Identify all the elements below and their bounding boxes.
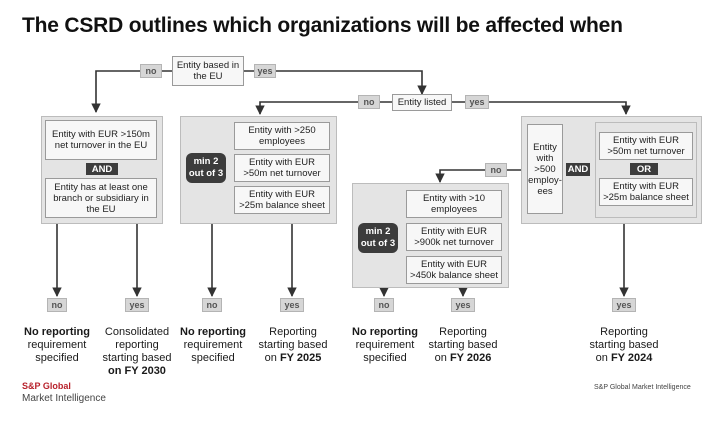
- no-tag: no: [374, 298, 394, 312]
- and-connector: AND: [566, 163, 590, 176]
- page-title: The CSRD outlines which organizations wi…: [22, 14, 623, 37]
- emp500-node: Entity with >500 employ-ees: [527, 124, 563, 214]
- yes-tag: yes: [254, 64, 276, 78]
- no-tag: no: [358, 95, 380, 109]
- yes-tag: yes: [451, 298, 475, 312]
- no-tag: no: [140, 64, 162, 78]
- yes-tag: yes: [612, 298, 636, 312]
- eur150-node: Entity with EUR >150m net turnover in th…: [45, 120, 157, 160]
- entity-based-eu-node: Entity based in the EU: [172, 56, 244, 86]
- eur50-turnover-node: Entity with EUR >50m net turnover: [599, 132, 693, 160]
- footer-source: S&P Global Market Intelligence: [594, 384, 691, 391]
- yes-tag: yes: [125, 298, 149, 312]
- emp250-node: Entity with >250 employees: [234, 122, 330, 150]
- eur450-node: Entity with EUR >450k balance sheet: [406, 256, 502, 284]
- eur25-balance-node: Entity with EUR >25m balance sheet: [599, 178, 693, 206]
- yes-tag: yes: [280, 298, 304, 312]
- no-tag: no: [485, 163, 507, 177]
- no-tag: no: [202, 298, 222, 312]
- entity-listed-node: Entity listed: [392, 94, 452, 111]
- yes-tag: yes: [465, 95, 489, 109]
- brand-logo-subtitle: Market Intelligence: [22, 393, 106, 404]
- and-connector: AND: [86, 163, 118, 175]
- min-2-of-3-badge: min 2 out of 3: [358, 223, 398, 253]
- branch-node: Entity has at least one branch or subsid…: [45, 178, 157, 218]
- no-tag: no: [47, 298, 67, 312]
- or-connector: OR: [630, 163, 658, 175]
- eur50-turnover-node: Entity with EUR >50m net turnover: [234, 154, 330, 182]
- brand-logo: S&P Global: [22, 381, 71, 391]
- min-2-of-3-badge: min 2 out of 3: [186, 153, 226, 183]
- eur900-node: Entity with EUR >900k net turnover: [406, 223, 502, 251]
- eur25-balance-node: Entity with EUR >25m balance sheet: [234, 186, 330, 214]
- emp10-node: Entity with >10 employees: [406, 190, 502, 218]
